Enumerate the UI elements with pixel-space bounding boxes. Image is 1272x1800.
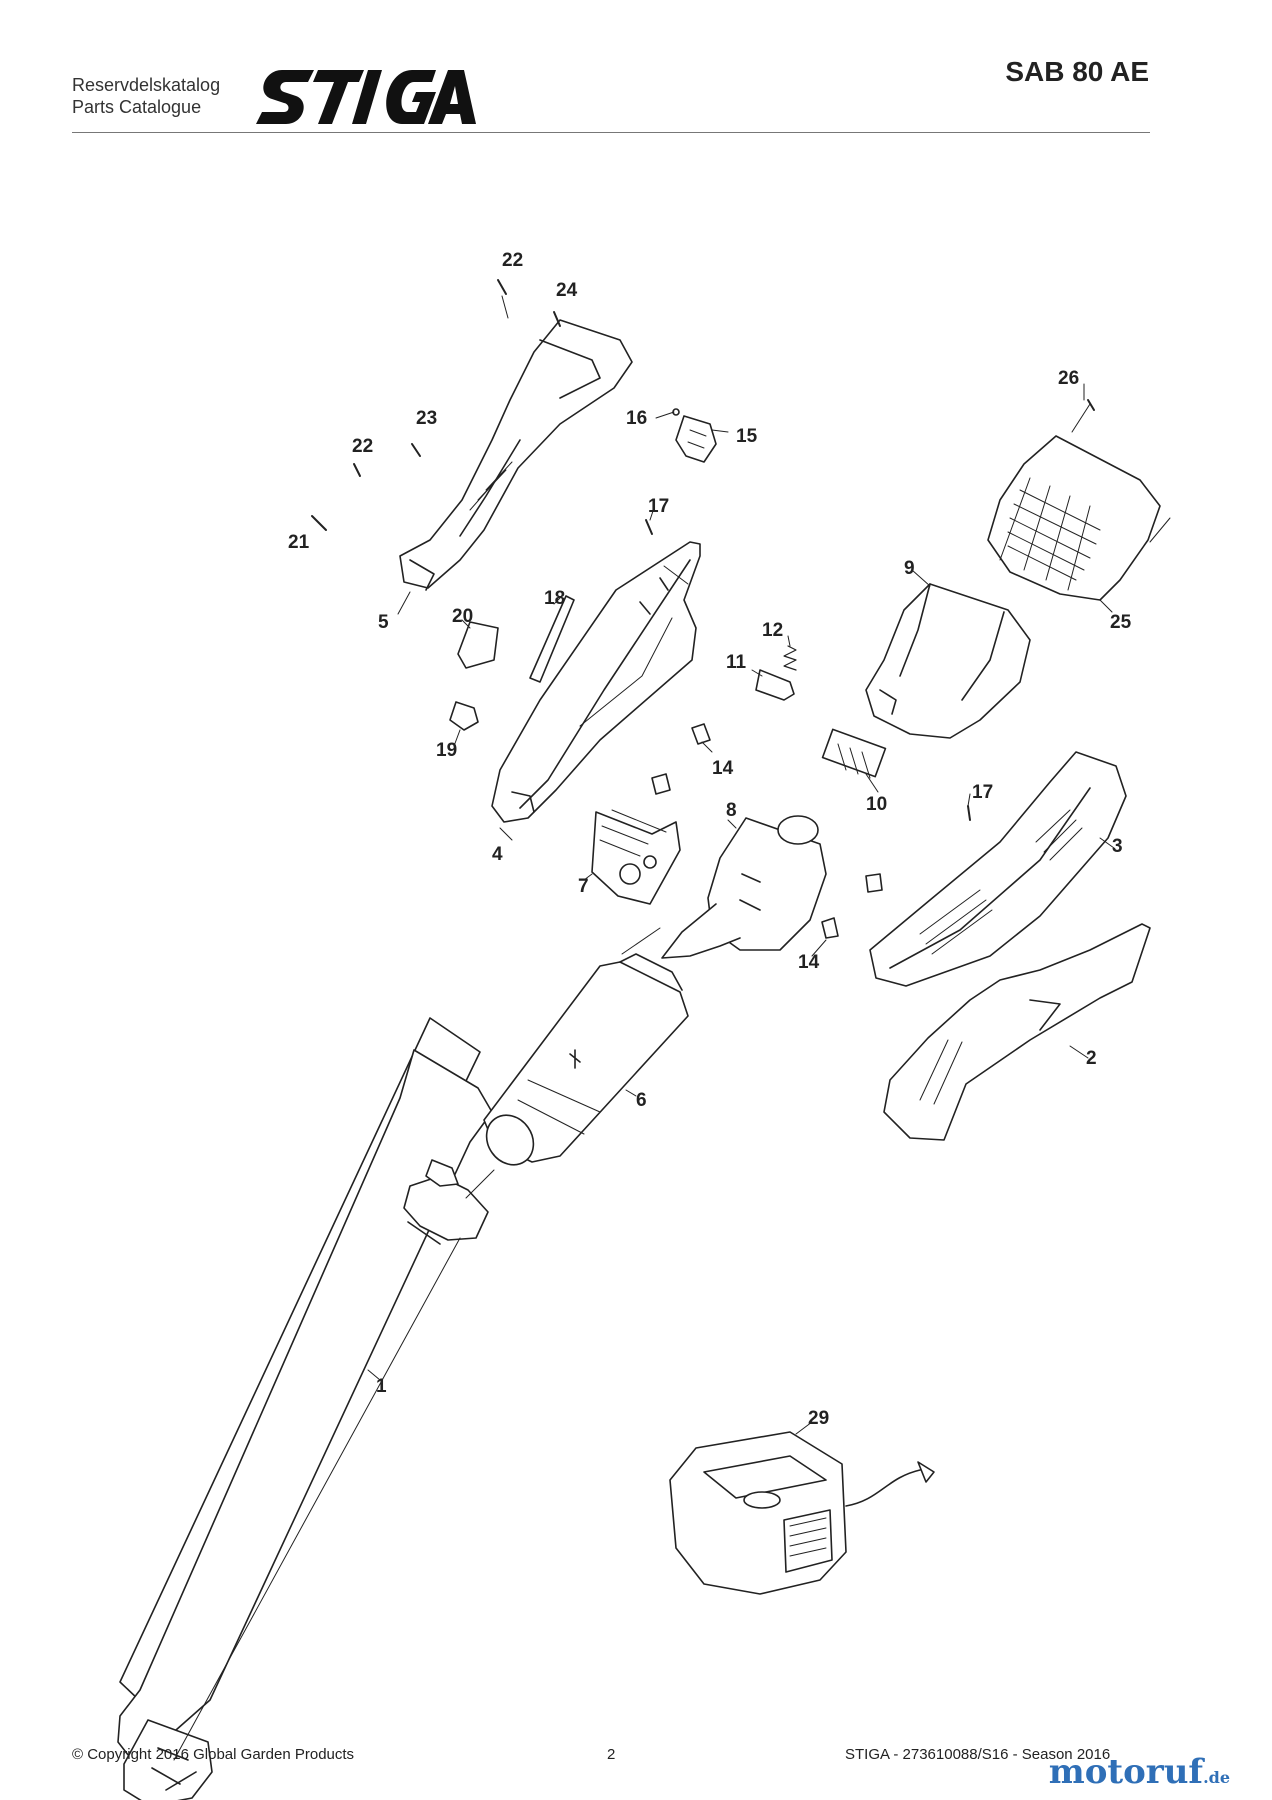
callout-18: 18 (544, 588, 565, 609)
callout-4: 4 (492, 844, 503, 865)
callout-11: 11 (726, 652, 747, 673)
callout-7: 7 (578, 876, 589, 897)
part-trigger (755, 669, 795, 701)
callout-22-b: 22 (352, 436, 373, 457)
callout-14-a: 14 (712, 758, 734, 779)
part-blower-tube (117, 1017, 493, 1800)
part-filter-grille (987, 403, 1171, 601)
part-19-clip (449, 701, 479, 731)
footer-copyright: © Copyright 2016 Global Garden Products (72, 1746, 355, 1763)
callout-12: 12 (762, 620, 783, 641)
callout-19: 19 (436, 740, 457, 761)
part-right-housing (869, 751, 1127, 987)
catalog-title: Reservdelskatalog Parts Catalogue (72, 74, 220, 118)
part-18-rod (529, 595, 575, 683)
callout-6: 6 (636, 1090, 647, 1111)
callout-23: 23 (416, 408, 437, 429)
screws (311, 279, 1095, 821)
part-20-cap (457, 621, 499, 669)
part-electronic-module (591, 809, 681, 905)
callout-17-a: 17 (648, 496, 669, 517)
callout-24: 24 (556, 280, 578, 301)
part-left-housing (491, 541, 701, 823)
part-switch (821, 728, 887, 779)
callout-10: 10 (866, 794, 887, 815)
callout-3: 3 (1112, 836, 1123, 857)
part-charger (669, 1431, 935, 1595)
callout-21: 21 (288, 532, 310, 553)
part-lower-cover (883, 923, 1151, 1141)
part-spring (783, 645, 797, 671)
leader-lines (367, 383, 1115, 1435)
callout-29: 29 (808, 1408, 829, 1429)
callout-5: 5 (378, 612, 389, 633)
callout-8: 8 (726, 800, 737, 821)
catalog-title-en: Parts Catalogue (72, 97, 202, 117)
callout-labels: 1 2 3 4 5 6 7 8 9 10 11 12 14 14 15 16 1… (288, 250, 1132, 1429)
callout-25: 25 (1110, 612, 1132, 633)
catalog-title-sv: Reservdelskatalog (72, 75, 221, 95)
callout-16: 16 (626, 408, 647, 429)
part-impeller (661, 815, 827, 959)
callout-15: 15 (736, 426, 758, 447)
callout-14-b: 14 (798, 952, 820, 973)
model-title: SAB 80 AE (1005, 56, 1149, 87)
part-latch (672, 408, 717, 463)
part-14-buffers (651, 723, 883, 939)
part-motor-housing (465, 927, 689, 1199)
part-front-cover (865, 583, 1031, 739)
callout-22-a: 22 (502, 250, 523, 271)
footer-document-id: STIGA - 273610088/S16 - Season 2016 (845, 1746, 1111, 1763)
callout-20: 20 (452, 606, 473, 627)
watermark: motoruf.de (1049, 1752, 1230, 1792)
stiga-logo (256, 70, 476, 124)
footer-page-number: 2 (607, 1746, 616, 1763)
watermark-name: motoruf (1048, 1752, 1204, 1792)
callout-17-b: 17 (972, 782, 993, 803)
header-divider (72, 132, 1150, 133)
callout-2: 2 (1086, 1048, 1097, 1069)
part-top-handle (399, 295, 633, 591)
callout-1: 1 (376, 1376, 387, 1397)
callout-26: 26 (1058, 368, 1079, 389)
watermark-suffix: .de (1203, 1768, 1230, 1787)
callout-9: 9 (904, 558, 915, 579)
